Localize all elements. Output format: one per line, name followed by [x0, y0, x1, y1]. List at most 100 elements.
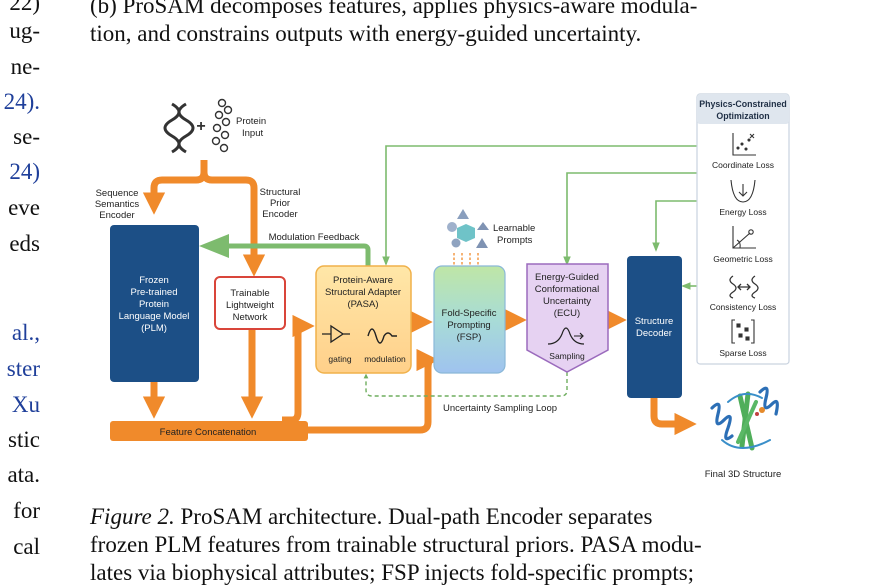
caption-line: Figure 2. ProSAM architecture. Dual-path…	[90, 503, 800, 531]
modulation-label: modulation	[364, 354, 406, 364]
modulation-feedback-arrow: Modulation Feedback	[199, 232, 371, 266]
pasa-line: Structural Adapter	[325, 287, 401, 298]
prompt-sphere-icon	[451, 238, 461, 248]
feature-concatenation-bar: Feature Concatenation	[110, 421, 308, 441]
left-line: 24)	[9, 159, 40, 184]
caption-line: frozen PLM features from trainable struc…	[90, 532, 702, 557]
energy-loss-icon	[730, 179, 756, 203]
sampling-distribution-icon	[547, 327, 585, 345]
consistency-loss-label: Consistency Loss	[710, 302, 777, 312]
learnable-prompts-label: Learnable	[493, 223, 535, 234]
left-line: al.,	[11, 320, 40, 345]
gating-label: gating	[328, 354, 351, 364]
trainable-line: Lightweight	[226, 300, 274, 311]
left-line: cal	[13, 534, 40, 559]
plm-line: Frozen	[139, 275, 169, 286]
orange-flow	[142, 160, 697, 436]
geometric-loss-icon	[732, 226, 756, 249]
left-line: se-	[13, 124, 40, 149]
left-line: ne-	[10, 54, 40, 79]
ecu-line: Uncertainty	[543, 296, 591, 307]
architecture-diagram: Modulation Feedback Uncertainty Sampling…	[95, 93, 790, 480]
prompt-pyramid-icon	[476, 238, 488, 248]
label-line: Sequence	[96, 188, 139, 199]
protein-input-label: Input	[242, 128, 263, 139]
final-structure-label: Final 3D Structure	[705, 469, 782, 480]
trainable-line: Trainable	[230, 288, 269, 299]
ecu-line: (ECU)	[554, 308, 580, 319]
left-line: ug-	[9, 18, 40, 43]
left-line: eve	[8, 195, 40, 220]
protein-structure-icon	[710, 386, 779, 451]
consistency-loss-icon	[729, 275, 759, 299]
left-line: Xu	[11, 392, 40, 417]
dna-helix-icon	[163, 102, 195, 154]
protein-input: + Protein Input	[163, 98, 266, 154]
optimization-title: Physics-Constrained	[699, 99, 787, 109]
coordinate-loss-icon	[732, 133, 756, 156]
decoder-line: Decoder	[636, 328, 672, 339]
optimization-connectors	[382, 145, 697, 290]
plm-block: Frozen Pre-trained Protein Language Mode…	[110, 225, 199, 382]
fsp-block: Fold-Specific Prompting (FSP)	[433, 265, 506, 374]
plm-line: Language Model	[119, 311, 190, 322]
ecu-line: Conformational	[535, 284, 599, 295]
plus-sign: +	[196, 118, 205, 135]
figure-caption: Figure 2. ProSAM architecture. Dual-path…	[90, 503, 800, 587]
amino-chain-icon	[211, 98, 233, 153]
final-3d-structure: Final 3D Structure	[705, 386, 782, 480]
ecu-line: Energy-Guided	[535, 272, 599, 283]
fsp-line: (FSP)	[457, 332, 482, 343]
label-line: Encoder	[99, 210, 134, 221]
prompt-pyramid-icon	[477, 222, 489, 230]
left-column-text: 22) ug- ne- 24). se- 24) eve eds al., st…	[0, 0, 44, 572]
geometric-loss-label: Geometric Loss	[713, 254, 773, 264]
prompt-pyramid-icon	[457, 209, 469, 219]
prompt-cube-icon	[457, 224, 475, 242]
uncertainty-loop: Uncertainty Sampling Loop	[363, 372, 568, 414]
learnable-prompts-label: Prompts	[497, 235, 533, 246]
structure-decoder-block: Structure Decoder	[627, 256, 682, 398]
caption-text: ProSAM architecture. Dual-path Encoder s…	[174, 504, 653, 529]
left-line: stic	[8, 427, 40, 452]
left-line: for	[13, 498, 40, 523]
uncertainty-loop-label: Uncertainty Sampling Loop	[443, 403, 557, 414]
coordinate-loss-label: Coordinate Loss	[712, 160, 774, 170]
fsp-line: Fold-Specific	[442, 308, 497, 319]
sparse-loss-icon	[731, 319, 755, 344]
trainable-network-block: Trainable Lightweight Network	[214, 276, 286, 330]
label-line: Encoder	[262, 209, 297, 220]
trainable-line: Network	[233, 312, 268, 323]
left-line: ster	[6, 356, 40, 381]
plm-line: (PLM)	[141, 323, 167, 334]
sparse-loss-label: Sparse Loss	[719, 348, 766, 358]
caption-line: (b) ProSAM decomposes features, applies …	[90, 0, 698, 18]
optimization-panel: Physics-Constrained Optimization Coordin…	[696, 93, 790, 365]
protein-input-label: Protein	[236, 116, 266, 127]
left-line: 22)	[9, 0, 40, 15]
plm-line: Protein	[139, 299, 169, 310]
caption-line: lates via biophysical attributes; FSP in…	[90, 560, 695, 585]
label-line: Prior	[270, 198, 290, 209]
figure-label: Figure 2.	[90, 504, 175, 529]
caption-line: tion, and constrains outputs with energy…	[90, 21, 642, 46]
structural-encoder-label: Structural Prior Encoder	[260, 187, 301, 220]
gating-icon	[322, 324, 350, 344]
prompt-sphere-icon	[447, 222, 457, 232]
pasa-block: Protein-Aware Structural Adapter (PASA) …	[315, 265, 412, 374]
sampling-label: Sampling	[549, 351, 585, 361]
label-line: Semantics	[95, 199, 140, 210]
sequence-encoder-label: Sequence Semantics Encoder	[95, 188, 140, 221]
subfigure-caption: (b) ProSAM decomposes features, applies …	[90, 0, 800, 48]
label-line: Structural	[260, 187, 301, 198]
modulation-wave-icon	[367, 328, 397, 344]
decoder-line: Structure	[635, 316, 674, 327]
left-line: eds	[9, 231, 40, 256]
plm-line: Pre-trained	[131, 287, 178, 298]
pasa-line: Protein-Aware	[333, 275, 393, 286]
feature-concatenation-label: Feature Concatenation	[160, 427, 257, 438]
left-line: ata.	[7, 462, 40, 487]
optimization-title: Optimization	[716, 111, 769, 121]
fsp-line: Prompting	[447, 320, 490, 331]
energy-loss-label: Energy Loss	[719, 207, 766, 217]
